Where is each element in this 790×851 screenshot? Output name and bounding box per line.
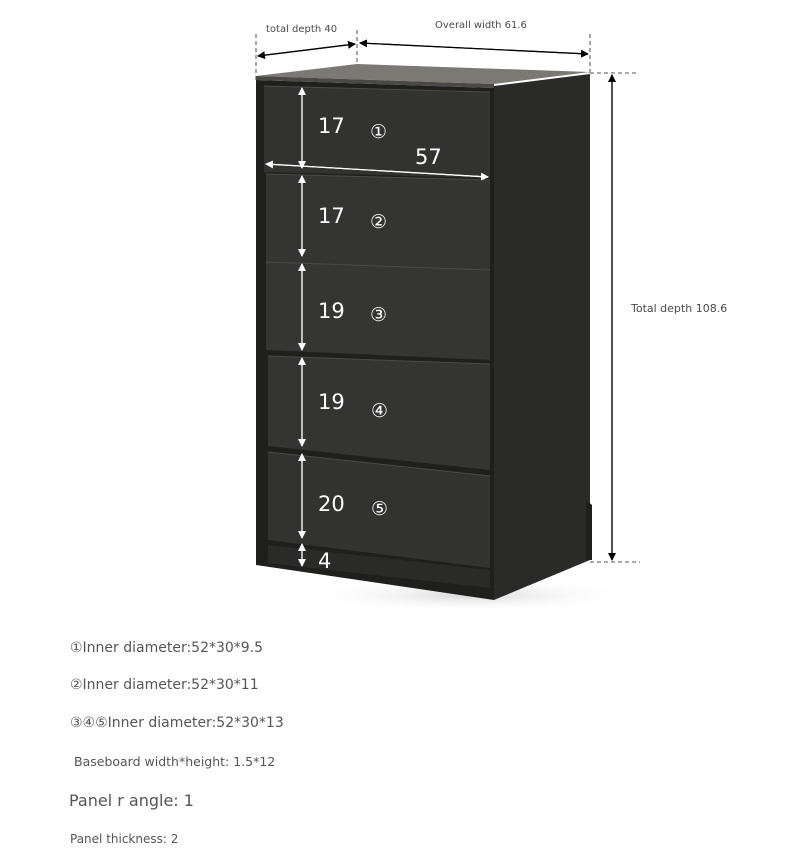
spec-panel-angle: Panel r angle: 1 (69, 791, 194, 810)
drawer-2-number: ② (370, 211, 388, 233)
drawer-4-number: ④ (371, 400, 389, 422)
drawer-1-number: ① (370, 121, 388, 143)
dresser-dimension-diagram: total depth 40 Overall width 61.6 Total … (255, 20, 728, 613)
drawer-fronts (264, 86, 490, 588)
drawer-5-height: 20 (318, 492, 345, 516)
drawer-2-height: 17 (318, 204, 345, 228)
inner-width-label: 57 (415, 145, 442, 169)
baseboard-height: 4 (318, 549, 332, 573)
drawer-5-number: ⑤ (371, 498, 389, 520)
spec-panel-thickness: Panel thickness: 2 (70, 832, 179, 846)
drawer-3-number: ③ (370, 304, 388, 326)
spec-drawer-345: ③④⑤Inner diameter:52*30*13 (70, 715, 284, 731)
total-height-label: Total depth 108.6 (631, 302, 728, 315)
drawer-4-height: 19 (318, 390, 345, 414)
spec-drawer-1: ①Inner diameter:52*30*9.5 (70, 640, 264, 656)
drawer-1-height: 17 (318, 114, 345, 138)
drawer-3-height: 19 (318, 299, 345, 323)
overall-width-label: Overall width 61.6 (435, 20, 527, 31)
spec-baseboard: Baseboard width*height: 1.5*12 (74, 754, 276, 769)
total-depth-label: total depth 40 (266, 24, 338, 35)
dresser-illustration (255, 30, 640, 613)
spec-drawer-2: ②Inner diameter:52*30*11 (70, 677, 259, 693)
